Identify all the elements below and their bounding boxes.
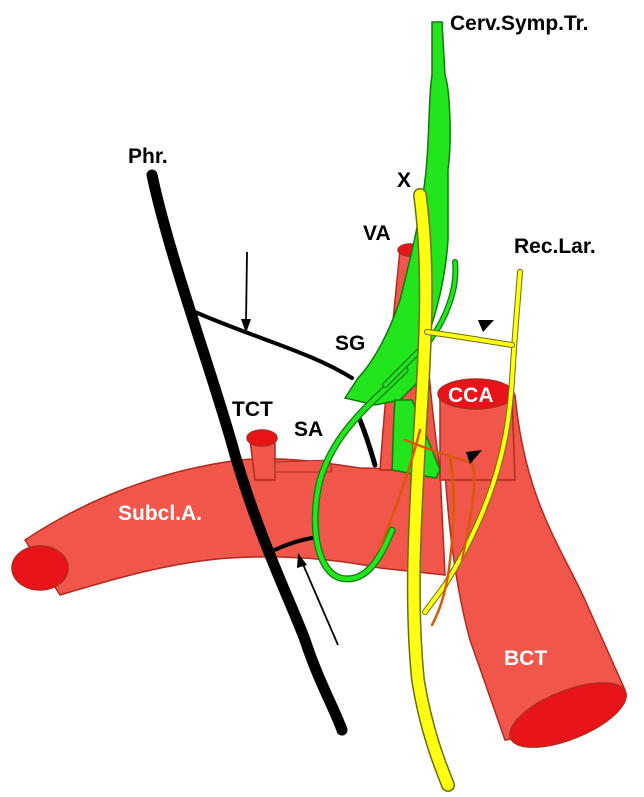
arrowhead-lower — [466, 450, 482, 464]
label-phr: Phr. — [128, 145, 168, 168]
subclavian-cut-end — [11, 545, 69, 591]
arrow-bottom — [297, 553, 339, 646]
phrenic-nerve — [146, 169, 348, 736]
recurrent-laryngeal-nerve — [422, 269, 523, 615]
bct-cut-end — [509, 682, 627, 748]
cca-cut-end — [437, 378, 515, 410]
cardiac-branches — [378, 428, 476, 627]
label-subcl-a: Subcl.A. — [118, 502, 202, 525]
brachiocephalic-trunk — [439, 394, 627, 748]
arrowhead-upper — [478, 320, 494, 332]
ansa-connection — [268, 536, 314, 554]
phrenic-ganglion-connection — [193, 310, 354, 380]
thyrocervical-trunk — [246, 429, 278, 481]
vagus-nerve — [406, 188, 455, 792]
suprascapular-artery — [274, 459, 333, 473]
subclavian-artery — [11, 457, 446, 596]
label-va: VA — [363, 222, 391, 245]
label-rec-lar: Rec.Lar. — [514, 235, 596, 258]
label-sa: SA — [294, 418, 323, 441]
label-bct: BCT — [504, 647, 547, 670]
black-branch-to-artery — [357, 417, 378, 468]
label-x: X — [397, 169, 411, 192]
label-cerv-symp-tr: Cerv.Symp.Tr. — [450, 12, 589, 35]
tct-cut-end — [246, 429, 278, 447]
label-tct: TCT — [232, 398, 273, 421]
label-cca: CCA — [448, 384, 494, 407]
arrow-top — [241, 251, 251, 333]
label-sg: SG — [335, 332, 365, 355]
